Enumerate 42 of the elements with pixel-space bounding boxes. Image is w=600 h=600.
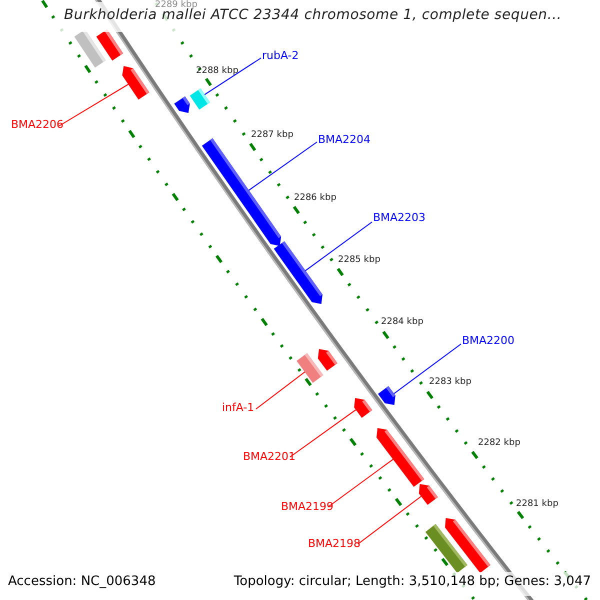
scale-label: 2282 kbp <box>478 439 520 448</box>
gene-label: BMA2201 <box>243 451 296 462</box>
gene-bar <box>354 398 372 418</box>
gene-bar <box>174 96 190 113</box>
leader-line <box>58 84 129 126</box>
scale-label: 2286 kbp <box>294 194 336 203</box>
gene-bar <box>274 241 322 304</box>
gene-bar <box>122 66 150 100</box>
leader-line <box>248 142 318 191</box>
gene-label: BMA2204 <box>318 134 371 145</box>
gene-label: BMA2200 <box>462 335 515 346</box>
leader-line <box>290 409 356 458</box>
gene-label: rubA-2 <box>262 50 299 61</box>
leader-line <box>328 458 394 508</box>
gene-label: BMA2206 <box>11 119 64 130</box>
gene-label: BMA2198 <box>308 538 361 549</box>
summary-text: Topology: circular; Length: 3,510,148 bp; Genes: 3,047 <box>234 575 591 588</box>
scale-label: 2283 kbp <box>429 378 472 387</box>
scale-label: 2289 kbp <box>155 1 198 10</box>
scale-label: 2281 kbp <box>516 500 558 509</box>
gene-label: BMA2199 <box>281 501 334 512</box>
leader-line <box>256 371 306 410</box>
leader-line <box>204 58 262 96</box>
scale-label: 2285 kbp <box>338 256 380 265</box>
gene-bar <box>296 353 324 383</box>
gene-bar <box>318 349 338 371</box>
gene-bar <box>202 138 282 246</box>
leader-line <box>394 344 462 394</box>
leader-line <box>358 496 422 544</box>
scale-label: 2284 kbp <box>381 318 424 327</box>
gene-bar <box>190 88 210 110</box>
scale-label: 2287 kbp <box>251 131 294 140</box>
gene-bar <box>418 484 438 505</box>
gene-label: BMA2203 <box>373 212 426 223</box>
accession-text: Accession: NC_006348 <box>8 575 156 588</box>
gene-bar <box>376 428 424 487</box>
title: Burkholderia mallei ATCC 23344 chromosome 1, complete sequen... <box>64 8 562 22</box>
gene-bar <box>425 524 468 573</box>
scale-label: 2288 kbp <box>196 67 238 76</box>
leader-line <box>304 222 372 272</box>
gene-label: infA-1 <box>222 402 254 413</box>
gene-bar <box>378 386 396 405</box>
